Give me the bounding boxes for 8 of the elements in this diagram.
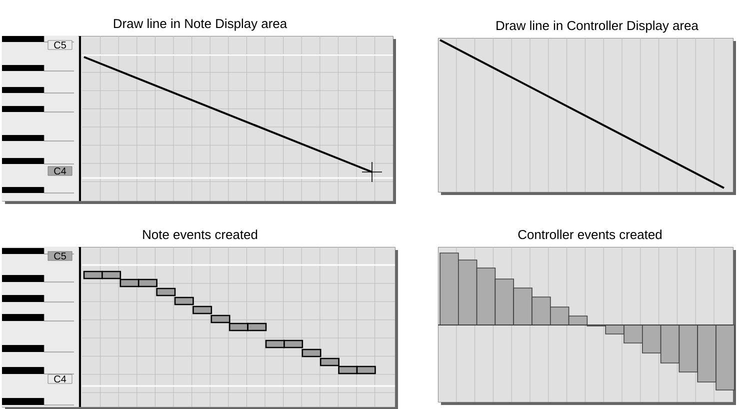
key-label: C5 (48, 40, 72, 50)
panel-heading: Note events created (143, 230, 258, 240)
key-label: C4 (48, 374, 72, 384)
key-label: C5 (48, 251, 72, 261)
panel-heading: Draw line in Controller Display area (496, 20, 698, 33)
panel-heading: Draw line in Note Display area (114, 18, 288, 31)
key-label: C4 (48, 166, 72, 176)
panel-heading: Controller events created (518, 230, 662, 240)
